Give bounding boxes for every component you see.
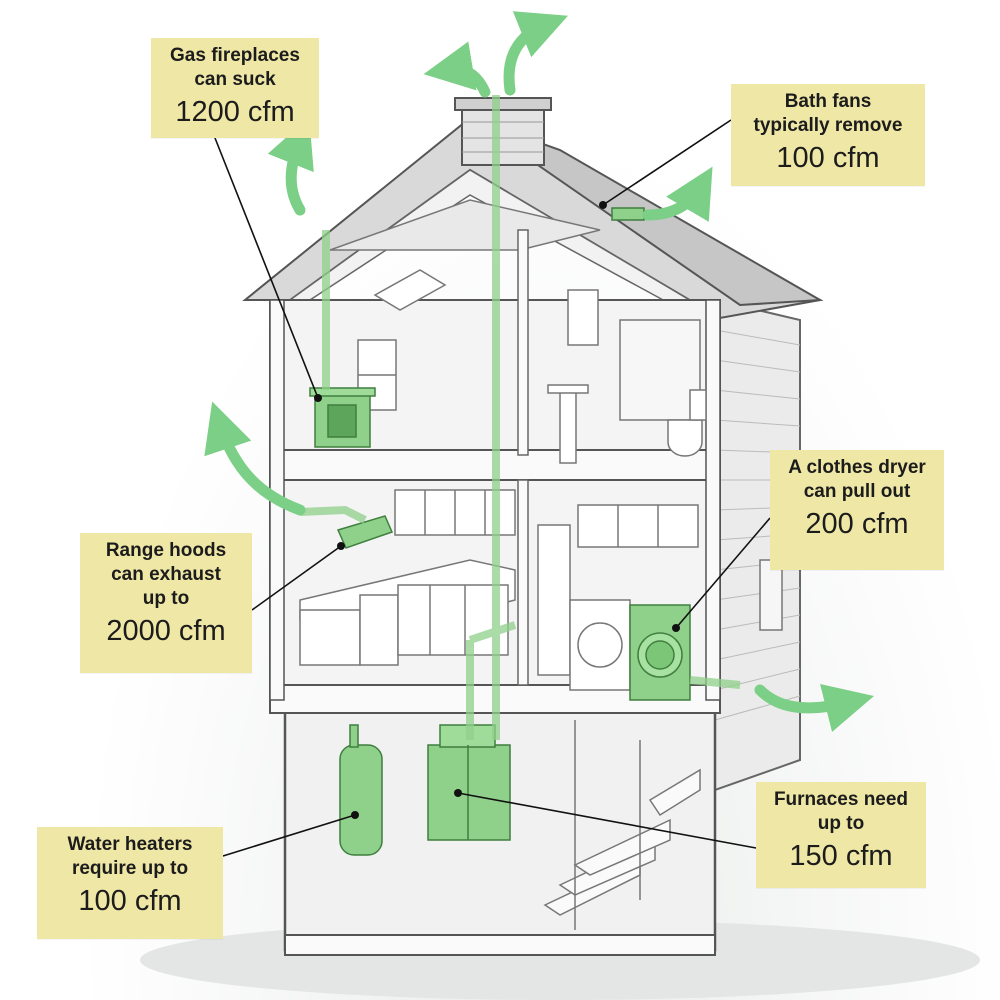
callout-range-text: Range hoods can exhaust up to (105, 540, 227, 609)
callout-water-heaters: Water heaters require up to 100 cfm (37, 827, 223, 939)
callout-fireplace-text: Gas fireplaces can suck (170, 45, 300, 90)
bath-fan (611, 207, 645, 221)
callout-bath-text: Bath fans typically remove (753, 91, 903, 136)
exhaust-ducts (299, 95, 741, 740)
callout-range-value: 2000 cfm (106, 615, 226, 647)
chimney (454, 97, 552, 166)
callout-bath-fans: Bath fans typically remove 100 cfm (731, 84, 925, 186)
laundry-details (537, 504, 699, 691)
callout-dryer-value: 200 cfm (805, 508, 909, 540)
callout-furnace-value: 150 cfm (789, 840, 893, 872)
kitchen-details (299, 489, 516, 666)
clothes-dryer (629, 604, 691, 701)
callout-fireplace-value: 1200 cfm (175, 96, 295, 128)
callout-water-heater-value: 100 cfm (78, 885, 182, 917)
callout-dryer-text: A clothes dryer can pull out (788, 457, 926, 502)
callout-clothes-dryer: A clothes dryer can pull out 200 cfm (770, 450, 944, 570)
callout-furnace-text: Furnaces need up to (773, 789, 909, 834)
callout-gas-fireplace: Gas fireplaces can suck 1200 cfm (151, 38, 319, 138)
gas-fireplace (309, 387, 376, 448)
attic-room-details (357, 269, 707, 464)
callout-range-hoods: Range hoods can exhaust up to 2000 cfm (80, 533, 252, 673)
callout-water-heater-text: Water heaters require up to (67, 834, 193, 879)
callout-furnaces: Furnaces need up to 150 cfm (756, 782, 926, 888)
callout-bath-value: 100 cfm (776, 142, 880, 174)
